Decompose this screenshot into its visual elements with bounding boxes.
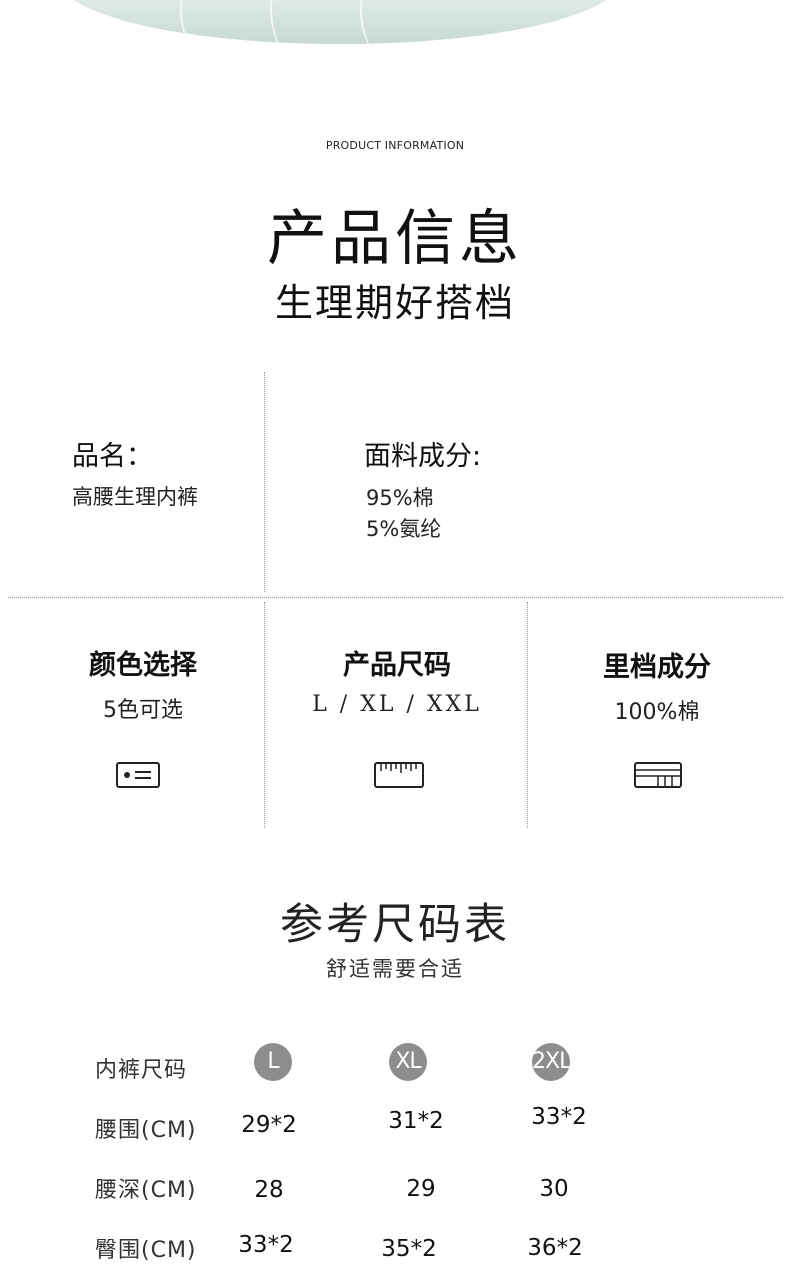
table-cell-waist-2xl: 33*2 [531,1104,587,1130]
table-cell-hip-l: 33*2 [238,1232,294,1258]
size-badge-xl: XL [389,1043,427,1081]
feature-size-value: L / XL / XXL [312,692,482,717]
table-cell-hip-2xl: 36*2 [527,1235,583,1261]
table-cell-waist-xl: 31*2 [388,1108,444,1134]
product-name-value: 高腰生理内裤 [72,485,198,509]
fabric-value-spandex: 5%氨纶 [366,517,442,541]
feature-color-title: 颜色选择 [89,650,197,681]
table-cell-rise-l: 28 [254,1177,284,1203]
feature-gusset-title: 里档成分 [603,652,711,683]
divider-vertical-left [264,602,265,828]
divider-vertical-top [264,372,265,592]
table-cell-waist-l: 29*2 [241,1112,297,1138]
section-kicker: PRODUCT INFORMATION [325,139,465,152]
divider-horizontal [8,597,783,598]
fabric-value-cotton: 95%棉 [366,486,434,510]
table-cell-rise-2xl: 30 [539,1176,569,1202]
feature-color-value: 5色可选 [103,698,183,723]
fabric-label: 面料成分: [364,441,482,472]
divider-vertical-right [527,602,528,828]
size-chart-title: 参考尺码表 [280,900,510,950]
feature-size: 产品尺码 L / XL / XXL [292,643,502,717]
page-subtitle: 生理期好搭档 [274,281,515,325]
fabric-hero-image [60,0,620,44]
product-name-label: 品名： [72,441,153,472]
table-row-label-rise: 腰深(CM) [95,1178,197,1203]
feature-gusset-value: 100%棉 [614,700,700,725]
feature-gusset: 里档成分 100%棉 [552,645,762,726]
table-cell-rise-xl: 29 [406,1176,436,1202]
size-chart-subtitle: 舒适需要合适 [326,957,464,981]
table-row-label-hip: 臀围(CM) [95,1238,197,1263]
size-header-label: 内裤尺码 [95,1058,188,1083]
size-badge-l: L [254,1043,292,1081]
page-title: 产品信息 [267,204,523,274]
table-row-label-waist: 腰围(CM) [95,1118,197,1143]
feature-color: 颜色选择 5色可选 [38,643,248,724]
feature-size-title: 产品尺码 [343,650,451,681]
table-cell-hip-xl: 35*2 [381,1236,437,1262]
fabric-panel-icon [634,762,682,788]
ruler-icon [374,762,424,788]
size-badge-2xl: 2XL [532,1043,571,1081]
id-card-icon [116,762,160,788]
